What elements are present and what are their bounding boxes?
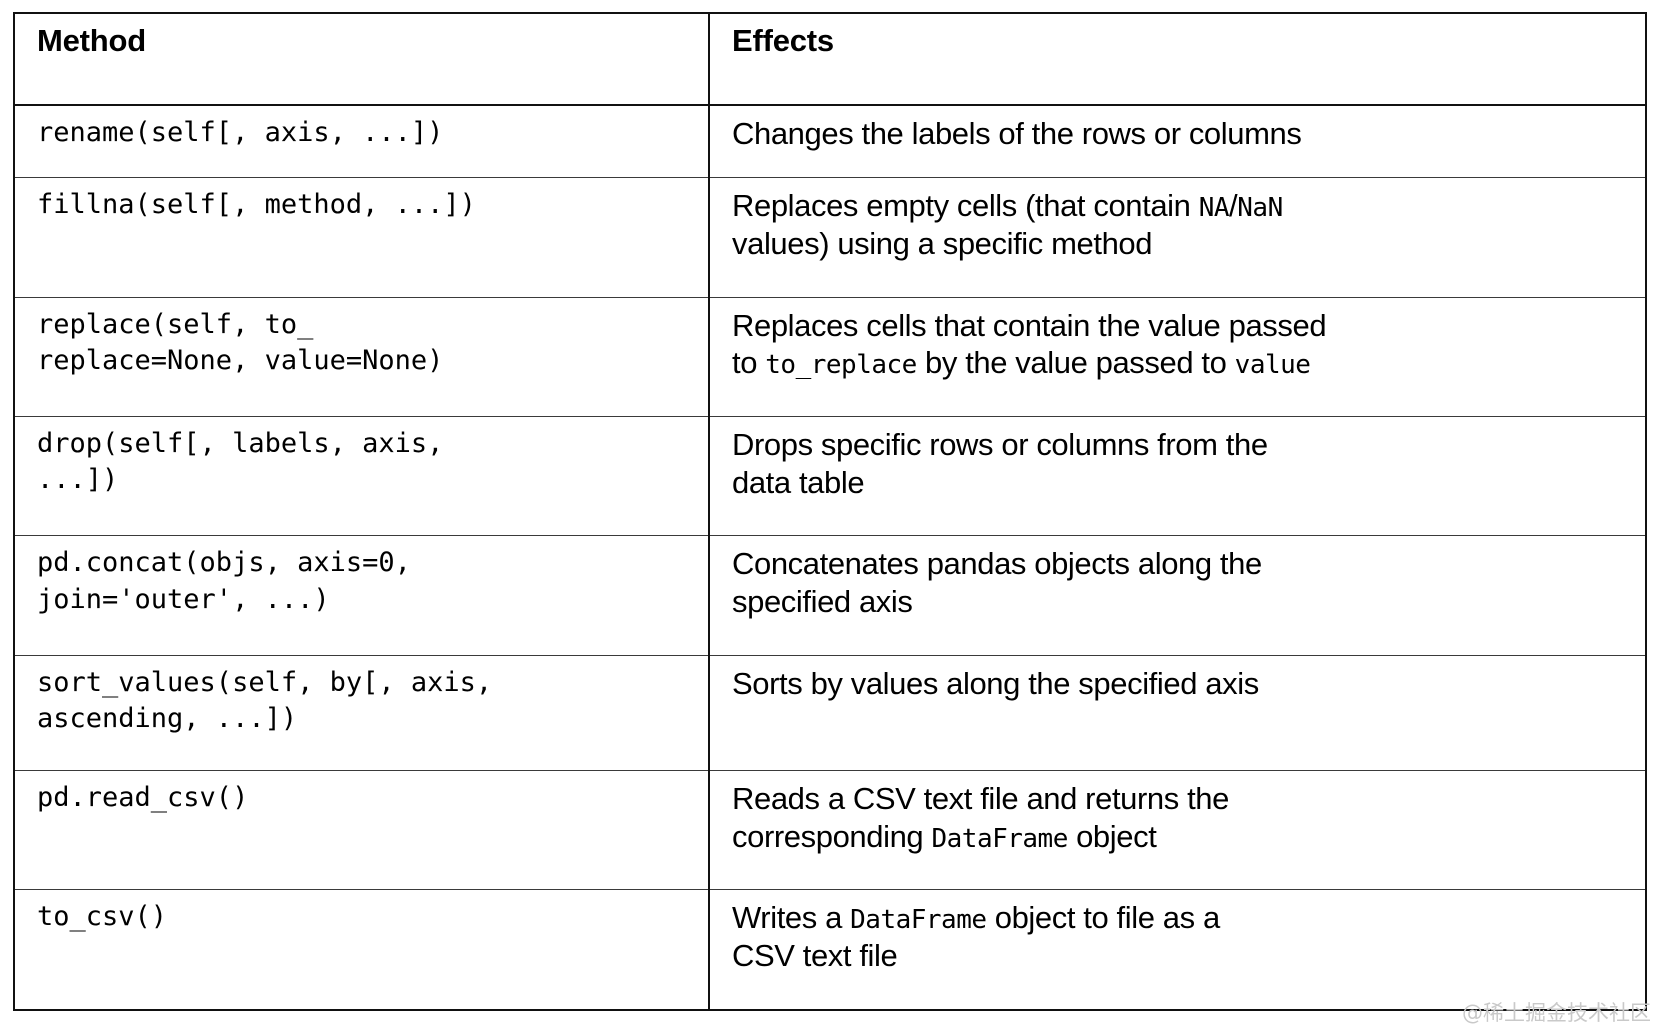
inline-text: Drops specific rows or columns from the [732, 427, 1268, 463]
effects-line: Concatenates pandas objects along the [732, 545, 1623, 583]
table-row: sort_values(self, by[, axis, ascending, … [14, 654, 1646, 771]
effects-line: Writes a DataFrame object to file as a [732, 899, 1623, 937]
method-signature-cell: sort_values(self, by[, axis, ascending, … [14, 654, 710, 771]
inline-text: Reads a CSV text file and returns the [732, 781, 1229, 817]
effects-description-cell: Changes the labels of the rows or column… [709, 105, 1646, 178]
table-row: drop(self[, labels, axis, ...])Drops spe… [14, 416, 1646, 536]
pandas-methods-table: Method Effects rename(self[, axis, ...])… [13, 12, 1647, 1011]
inline-text: by the value passed to [916, 345, 1235, 381]
inline-text: Concatenates pandas objects along the [732, 546, 1262, 582]
effects-line: values) using a specific method [732, 225, 1623, 263]
table-header: Method Effects [14, 13, 1646, 106]
table-row: to_csv()Writes a DataFrame object to fil… [14, 889, 1646, 1010]
effects-line: Drops specific rows or columns from the [732, 426, 1623, 464]
inline-text: Replaces empty cells (that contain [732, 188, 1199, 224]
inline-code: NA [1198, 193, 1230, 224]
table-row: pd.read_csv()Reads a CSV text file and r… [14, 770, 1646, 890]
table-row: rename(self[, axis, ...]) Changes the lab… [14, 105, 1646, 178]
inline-text: specified axis [732, 584, 913, 620]
inline-text: Changes the labels of the rows or column… [732, 116, 1302, 151]
effects-line: specified axis [732, 583, 1623, 621]
inline-code: to_replace [765, 350, 917, 381]
method-signature-cell: rename(self[, axis, ...]) [14, 105, 710, 178]
inline-text: object to file as a [986, 900, 1220, 936]
effects-description-cell: Sorts by values along the specified axis [709, 654, 1646, 771]
method-signature-cell: replace(self, to_ replace=None, value=No… [14, 296, 710, 417]
method-signature-cell: drop(self[, labels, axis, ...]) [14, 416, 710, 536]
methods-table-container: Method Effects rename(self[, axis, ...])… [13, 12, 1647, 1011]
effects-line: Replaces cells that contain the value pa… [732, 307, 1623, 345]
effects-line: to to_replace by the value passed to val… [732, 344, 1623, 382]
inline-text: Writes a [732, 900, 851, 936]
header-row: Method Effects [14, 13, 1646, 106]
inline-text: data table [732, 464, 865, 500]
inline-code: DataFrame [931, 823, 1068, 854]
inline-text: object [1067, 818, 1157, 854]
inline-code: DataFrame [850, 905, 987, 936]
inline-text: Sorts by values along the specified axis [732, 665, 1259, 701]
inline-text: Replaces cells that contain the value pa… [732, 307, 1327, 343]
effects-line: Replaces empty cells (that contain NA/Na… [732, 187, 1623, 225]
effects-line: data table [732, 464, 1623, 502]
inline-code: value [1234, 350, 1311, 381]
table-row: replace(self, to_ replace=None, value=No… [14, 296, 1646, 417]
effects-line: Reads a CSV text file and returns the [732, 780, 1623, 818]
inline-text: corresponding [732, 818, 932, 854]
method-signature-cell: to_csv() [14, 889, 710, 1010]
inline-text: values) using a specific method [732, 226, 1153, 262]
method-signature-cell: pd.concat(objs, axis=0, join='outer', ..… [14, 535, 710, 656]
inline-text: / [1229, 188, 1238, 224]
effects-line: Changes the labels of the rows or column… [732, 115, 1623, 153]
table-body: rename(self[, axis, ...]) Changes the lab… [14, 105, 1646, 1010]
effects-line: CSV text file [732, 937, 1623, 975]
effects-line: corresponding DataFrame object [732, 818, 1623, 856]
inline-text: CSV text file [732, 938, 898, 974]
column-header-effects: Effects [709, 13, 1646, 106]
table-row: fillna(self[, method, ...]) Replaces empt… [14, 177, 1646, 298]
effects-description-cell: Replaces cells that contain the value pa… [709, 296, 1646, 417]
column-header-method: Method [14, 13, 710, 106]
method-signature-cell: fillna(self[, method, ...]) [14, 177, 710, 298]
inline-text: to [732, 345, 766, 381]
inline-code: NaN [1237, 193, 1283, 224]
table-row: pd.concat(objs, axis=0, join='outer', ..… [14, 535, 1646, 656]
effects-line: Sorts by values along the specified axis [732, 665, 1623, 703]
method-signature-cell: pd.read_csv() [14, 770, 710, 890]
effects-description-cell: Replaces empty cells (that contain NA/Na… [709, 177, 1646, 298]
